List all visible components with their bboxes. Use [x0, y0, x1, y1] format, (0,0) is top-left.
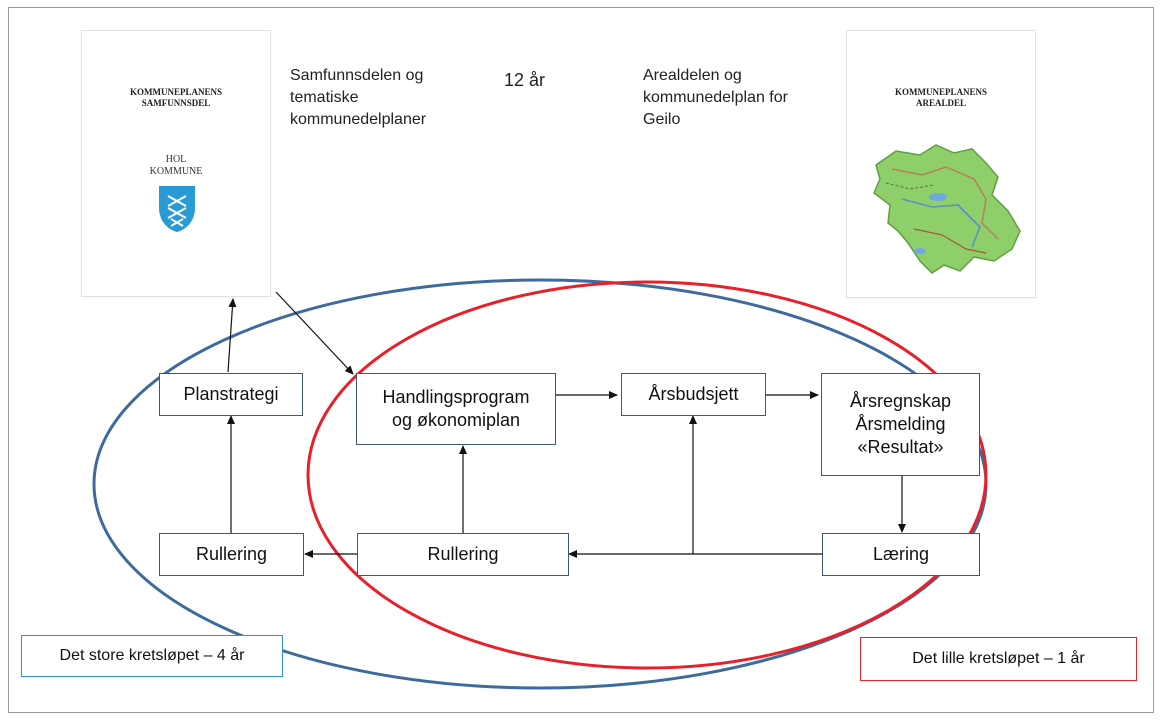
arealdel-cover-title: KOMMUNEPLANENS AREALDEL	[895, 87, 987, 108]
small-cycle-legend: Det lille kretsløpet – 1 år	[860, 637, 1137, 681]
cover-municipality-name: HOL KOMMUNE	[149, 154, 203, 177]
samfunnsdel-cover-title: KOMMUNEPLANENS SAMFUNNSDEL	[130, 87, 222, 108]
rullering-outer-box: Rullering	[159, 533, 304, 576]
municipality-map-icon	[873, 144, 1021, 274]
slide-frame	[8, 7, 1154, 713]
handlingsprogram-box: Handlingsprogram og økonomiplan	[356, 373, 556, 445]
planstrategi-box: Planstrategi	[159, 373, 303, 416]
arealdel-cover: KOMMUNEPLANENS AREALDEL	[846, 30, 1036, 298]
samfunnsdel-caption: Samfunnsdelen og tematiske kommunedelpla…	[290, 67, 427, 128]
period-caption: 12 år	[504, 70, 546, 90]
hol-coat-of-arms-icon	[159, 186, 195, 232]
arealdel-caption: Arealdelen og kommunedelplan for Geilo	[643, 67, 788, 128]
arsbudsjett-box: Årsbudsjett	[621, 373, 766, 416]
arsregnskap-box: Årsregnskap Årsmelding «Resultat»	[821, 373, 980, 476]
laering-box: Læring	[822, 533, 980, 576]
big-cycle-legend: Det store kretsløpet – 4 år	[21, 635, 283, 677]
rullering-inner-box: Rullering	[357, 533, 569, 576]
samfunnsdel-cover: KOMMUNEPLANENS SAMFUNNSDEL HOL KOMMUNE	[81, 30, 271, 297]
